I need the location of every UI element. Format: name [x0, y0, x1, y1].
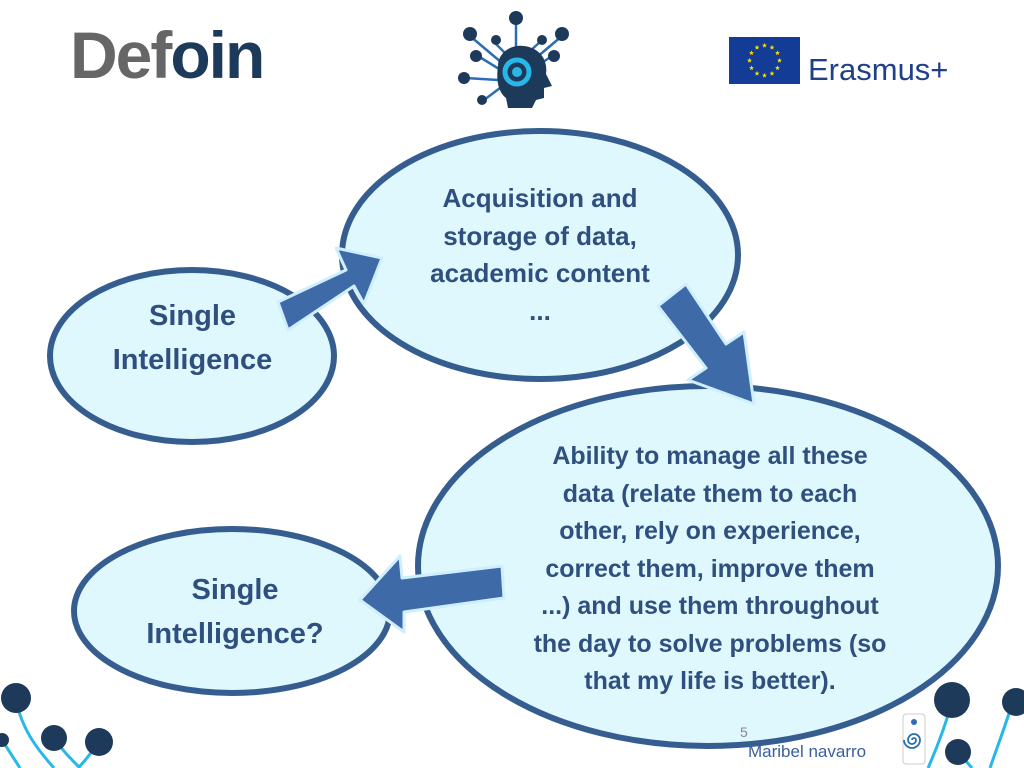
author-credit: Maribel navarro	[748, 742, 867, 761]
eu-star-icon	[775, 65, 780, 71]
eu-star-icon	[762, 72, 767, 78]
acquisition-label: Acquisition and storage of data, academi…	[430, 183, 650, 326]
eu-star-icon	[775, 50, 780, 56]
eu-star-icon	[749, 65, 754, 71]
spiral-logo-icon	[902, 713, 926, 765]
eu-star-icon	[769, 44, 775, 50]
defoin-logo: Defoin	[70, 22, 265, 88]
arrow-single-to-acquisition	[276, 246, 384, 332]
brain-network-logo-icon	[458, 11, 569, 108]
eu-flag-icon	[729, 37, 800, 84]
eu-star-icon	[749, 50, 754, 56]
eu-star-icon	[747, 57, 752, 63]
decorative-dots-icon	[926, 682, 1024, 768]
defoin-logo-part1: Def	[70, 18, 172, 92]
arrow-ability-to-question	[358, 554, 506, 634]
page-number: 5	[740, 724, 748, 740]
eu-star-icon	[754, 70, 760, 76]
defoin-logo-part2: oin	[170, 18, 265, 92]
arrow-acquisition-to-ability	[656, 282, 756, 406]
single-intelligence-node	[47, 267, 337, 445]
decorative-dots-icon	[0, 683, 113, 768]
single-intelligence-question-label: Single Intelligence?	[146, 574, 324, 650]
eu-star-icon	[762, 42, 767, 48]
eu-star-icon	[754, 44, 760, 50]
eu-star-icon	[769, 70, 775, 76]
ability-label: Ability to manage all these data (relate…	[533, 442, 887, 695]
eu-star-icon	[777, 57, 782, 63]
erasmus-logo-text: Erasmus+	[808, 52, 949, 87]
single-intelligence-label: Single Intelligence	[112, 300, 273, 376]
